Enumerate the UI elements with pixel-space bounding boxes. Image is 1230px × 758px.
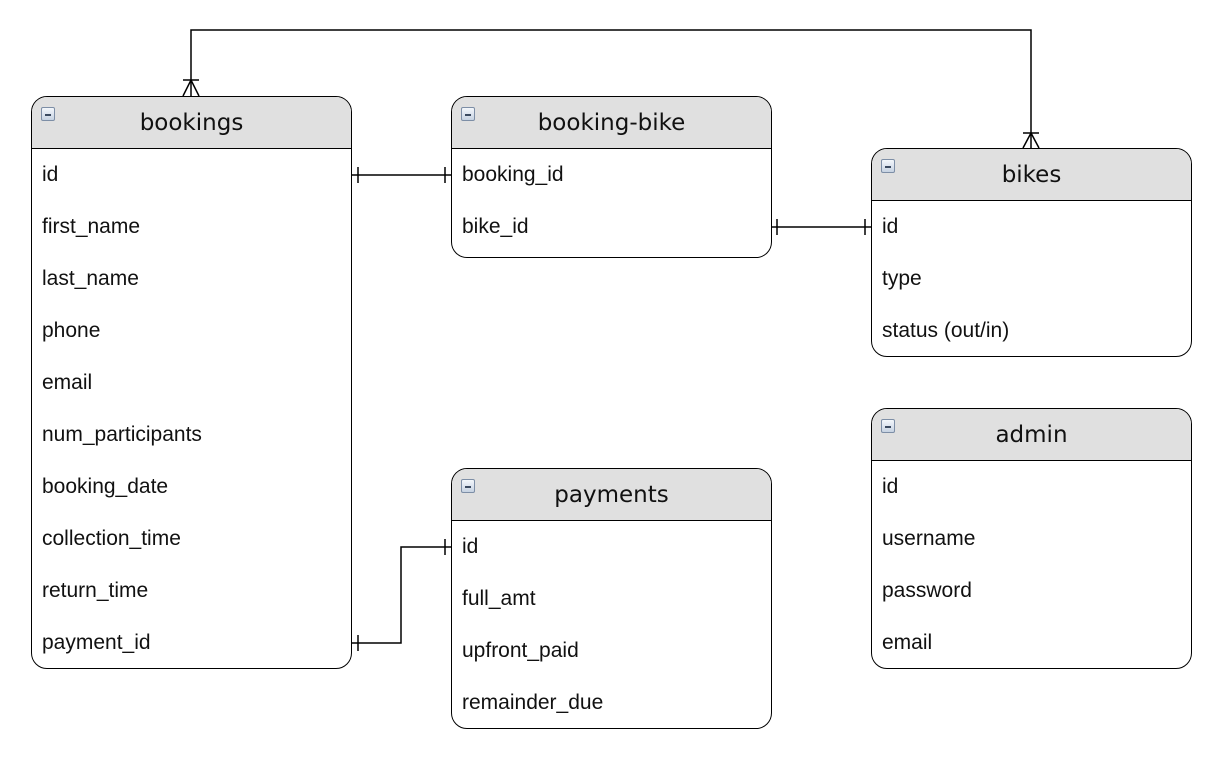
entity-payments[interactable]: payments id full_amt upfront_paid remain…: [451, 468, 772, 729]
entity-booking-bike[interactable]: booking-bike booking_id bike_id: [451, 96, 772, 258]
field[interactable]: remainder_due: [462, 691, 604, 714]
field[interactable]: return_time: [42, 579, 149, 602]
field[interactable]: username: [882, 527, 976, 550]
connector-bookings-booking-bike: [352, 167, 451, 183]
entity-title: booking-bike: [537, 110, 686, 136]
field[interactable]: password: [882, 579, 972, 602]
field[interactable]: phone: [42, 319, 101, 342]
field[interactable]: id: [882, 215, 899, 238]
entity-title: admin: [995, 422, 1068, 448]
collapse-icon[interactable]: [881, 159, 895, 173]
entity-header: admin: [872, 409, 1191, 461]
field[interactable]: booking_date: [42, 475, 169, 498]
collapse-icon[interactable]: [881, 419, 895, 433]
field[interactable]: first_name: [42, 215, 141, 238]
entity-title: bookings: [139, 110, 244, 136]
entity-title: bikes: [1001, 162, 1062, 188]
entity-header: booking-bike: [452, 97, 771, 149]
field[interactable]: bike_id: [462, 215, 529, 238]
field[interactable]: collection_time: [42, 527, 181, 550]
connector-bookings-payments: [352, 539, 451, 651]
field[interactable]: payment_id: [42, 631, 151, 654]
field[interactable]: booking_id: [462, 163, 564, 186]
field[interactable]: email: [42, 371, 93, 394]
entity-title: payments: [554, 482, 669, 508]
entity-header: bikes: [872, 149, 1191, 201]
field[interactable]: id: [462, 535, 479, 558]
collapse-icon[interactable]: [461, 479, 475, 493]
field[interactable]: last_name: [42, 267, 139, 290]
field[interactable]: email: [882, 631, 933, 654]
field[interactable]: type: [882, 267, 922, 290]
entity-admin[interactable]: admin id username password email: [871, 408, 1192, 669]
field[interactable]: upfront_paid: [462, 639, 579, 662]
collapse-icon[interactable]: [41, 107, 55, 121]
field[interactable]: num_participants: [42, 423, 202, 446]
entity-bookings[interactable]: bookings id first_name last_name phone e…: [31, 96, 352, 669]
field[interactable]: status (out/in): [882, 319, 1010, 342]
entity-header: bookings: [32, 97, 351, 149]
field[interactable]: full_amt: [462, 587, 536, 610]
entity-bikes[interactable]: bikes id type status (out/in): [871, 148, 1192, 357]
collapse-icon[interactable]: [461, 107, 475, 121]
entity-header: payments: [452, 469, 771, 521]
field[interactable]: id: [882, 475, 899, 498]
connector-booking-bike-bikes: [771, 219, 871, 235]
field[interactable]: id: [42, 163, 59, 186]
